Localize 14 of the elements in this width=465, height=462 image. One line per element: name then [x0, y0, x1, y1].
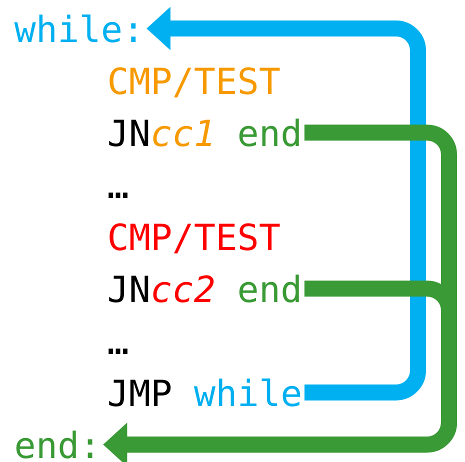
- code-text: cc2: [153, 275, 214, 302]
- code-word: end: [239, 274, 299, 302]
- code-label: end:: [16, 430, 92, 458]
- code-text: JN: [109, 276, 148, 302]
- code-text: cc1: [153, 120, 212, 146]
- code-text: JN: [109, 120, 148, 146]
- code-text: …: [108, 348, 128, 354]
- code-text: CMP/TEST: [110, 223, 280, 254]
- code-text: CMP/TEST: [110, 67, 280, 98]
- code-text: JMP: [109, 380, 171, 406]
- code-word: end: [239, 118, 299, 146]
- code-word: while: [194, 378, 300, 406]
- code-text: …: [108, 192, 128, 198]
- code-label: while:: [14, 14, 136, 42]
